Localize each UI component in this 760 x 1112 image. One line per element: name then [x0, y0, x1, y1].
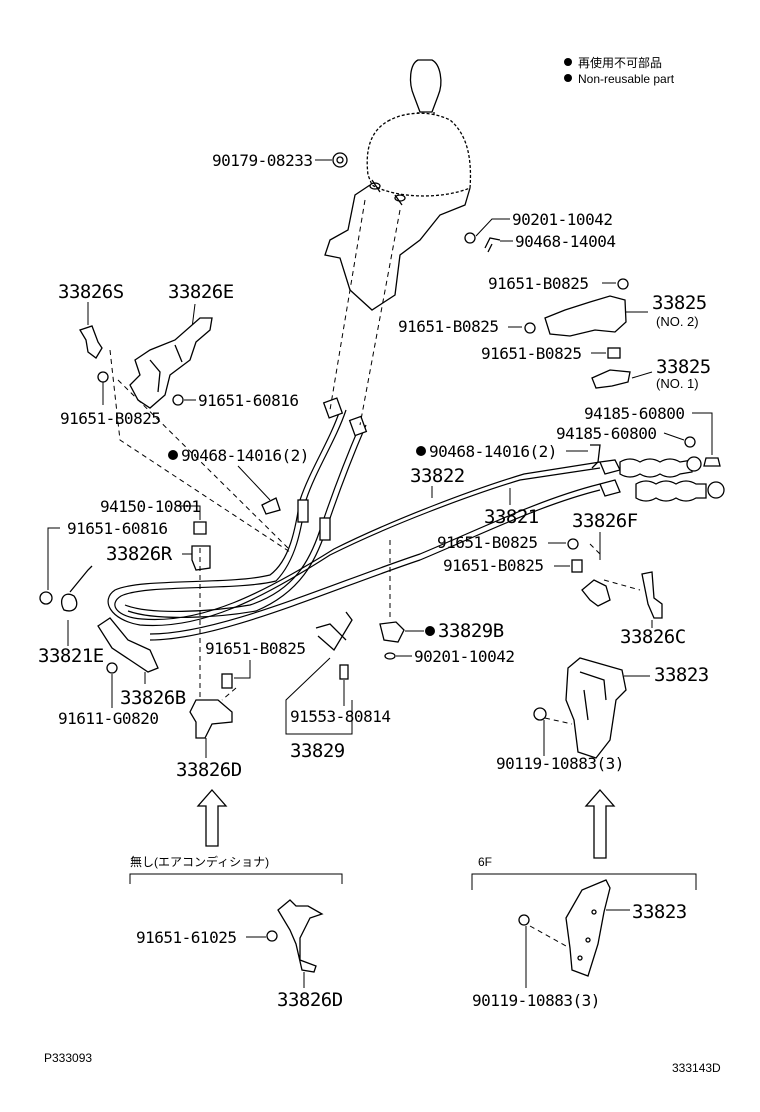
part-90201-10042-top: 90201-10042 [464, 210, 613, 244]
label-91611-G0820: 91611-G0820 [58, 709, 158, 728]
part-33826F: 33826F [572, 510, 638, 607]
part-33826R: 33826R [106, 543, 211, 571]
part-90179-08233: 90179-08233 [212, 151, 348, 170]
label-91651-B0825: 91651-B0825 [60, 409, 160, 428]
label-91651-60816: 91651-60816 [67, 519, 167, 538]
variant-right-title: 6F [478, 855, 492, 869]
part-33826D-main: 33826D [176, 699, 242, 781]
part-33823-main: 33823 [565, 657, 709, 759]
non-reusable-bullet-icon [564, 74, 572, 82]
up-arrow-left-icon [196, 789, 228, 847]
footer-right-code: 333143D [672, 1061, 721, 1075]
label-33826R: 33826R [106, 543, 173, 565]
part-33825-no1: 33825 (NO. 1) [591, 356, 711, 391]
part-33826C: 33826C [620, 571, 686, 648]
part-33829: 91553-80814 33829 [285, 611, 391, 762]
part-90468-14016-right: 90468-14016(2) [416, 442, 601, 469]
footer-left-code: P333093 [44, 1051, 92, 1065]
label-90468-14004: 90468-14004 [515, 232, 615, 251]
shift-lever-assembly [324, 59, 472, 311]
label-90119-10883: 90119-10883(3) [496, 754, 624, 773]
label-33826C: 33826C [620, 626, 686, 648]
part-33826E: 33826E [129, 281, 234, 409]
part-33822: 33822 [410, 465, 465, 498]
label-94185-60800: 94185-60800 [584, 404, 684, 423]
part-33829B: 33829B [379, 620, 504, 643]
label-33823: 33823 [632, 901, 687, 923]
relation-dashed-lines [109, 199, 641, 725]
part-94150-10801: 94150-10801 [100, 497, 207, 535]
part-33826S: 33826S [58, 281, 124, 359]
label-33826F: 33826F [572, 510, 638, 532]
label-91651-B0825: 91651-B0825 [437, 533, 537, 552]
label-33829B: 33829B [438, 620, 504, 642]
legend-jp-text: 再使用不可部品 [578, 55, 662, 70]
legend-en-text: Non-reusable part [578, 72, 675, 86]
label-33825: 33825 [652, 292, 707, 314]
label-91553-80814: 91553-80814 [290, 707, 390, 726]
non-reusable-bullet-icon [564, 58, 572, 66]
label-91651-B0825: 91651-B0825 [443, 556, 543, 575]
part-91651-B0825-f2: 91651-B0825 [443, 556, 583, 575]
label-33826E: 33826E [168, 281, 234, 303]
label-91651-61025: 91651-61025 [136, 928, 236, 947]
label-no2: (NO. 2) [656, 314, 699, 329]
label-94150-10801: 94150-10801 [100, 497, 200, 516]
up-arrow-right-icon [584, 789, 616, 859]
label-33826S: 33826S [58, 281, 124, 303]
label-94185-60800: 94185-60800 [556, 424, 656, 443]
label-91651-B0825: 91651-B0825 [488, 274, 588, 293]
part-91651-60816-left: 91651-60816 [39, 519, 168, 605]
label-90201-10042: 90201-10042 [512, 210, 612, 229]
transmission-control-cables [107, 397, 725, 641]
label-33826D: 33826D [176, 759, 242, 781]
label-90201-10042: 90201-10042 [414, 647, 514, 666]
label-33821: 33821 [484, 506, 539, 528]
variant-box-left: 無し(エアコンディショナ) 91651-61025 33826D [129, 854, 343, 1011]
part-33826B: 33826B [97, 617, 186, 709]
label-33822: 33822 [410, 465, 465, 487]
variant-left-title: 無し(エアコンディショナ) [130, 854, 269, 869]
part-91651-B0825-center: 91651-B0825 [205, 639, 306, 689]
label-90468-14016: 90468-14016(2) [429, 442, 557, 461]
part-94185-60800: 94185-60800 94185-60800 [556, 404, 721, 467]
non-reusable-mark-icon [168, 450, 178, 460]
part-33825-no2: 33825 (NO. 2) [544, 292, 707, 337]
part-91651-B0825-low-right: 91651-B0825 [481, 344, 621, 363]
label-91651-B0825: 91651-B0825 [481, 344, 581, 363]
part-90468-14004: 90468-14004 [484, 232, 616, 253]
label-91651-B0825: 91651-B0825 [398, 317, 498, 336]
part-91651-B0825-top-right: 91651-B0825 [488, 274, 629, 293]
label-91651-B0825: 91651-B0825 [205, 639, 305, 658]
label-33829: 33829 [290, 740, 345, 762]
variant-box-right: 6F 33823 90119-10883(3) [471, 855, 697, 1010]
part-33821E: 33821E [38, 565, 104, 667]
part-91611-G0820: 91611-G0820 [58, 662, 159, 728]
part-91651-B0825-left: 91651-B0825 [60, 371, 161, 428]
non-reusable-mark-icon [416, 446, 426, 456]
label-90468-14016: 90468-14016(2) [181, 446, 309, 465]
label-no1: (NO. 1) [656, 376, 699, 391]
label-33825: 33825 [656, 356, 711, 378]
label-90179-08233: 90179-08233 [212, 151, 312, 170]
part-33821: 33821 [484, 488, 539, 528]
part-90119-10883-main: 90119-10883(3) [496, 707, 624, 773]
part-91651-B0825-f1: 91651-B0825 [437, 533, 579, 552]
part-90468-14016-left: 90468-14016(2) [168, 446, 309, 515]
label-91651-60816: 91651-60816 [198, 391, 298, 410]
legend: 再使用不可部品 Non-reusable part [564, 55, 675, 86]
part-91651-60816-top: 91651-60816 [172, 391, 299, 410]
part-90201-10042-low: 90201-10042 [384, 647, 515, 666]
label-90119-10883: 90119-10883(3) [472, 991, 600, 1010]
part-91651-B0825-mid-right: 91651-B0825 [398, 317, 536, 336]
label-33821E: 33821E [38, 645, 104, 667]
label-33823: 33823 [654, 664, 709, 686]
label-33826D: 33826D [277, 989, 343, 1011]
non-reusable-mark-icon [425, 626, 435, 636]
label-33826B: 33826B [120, 687, 186, 709]
